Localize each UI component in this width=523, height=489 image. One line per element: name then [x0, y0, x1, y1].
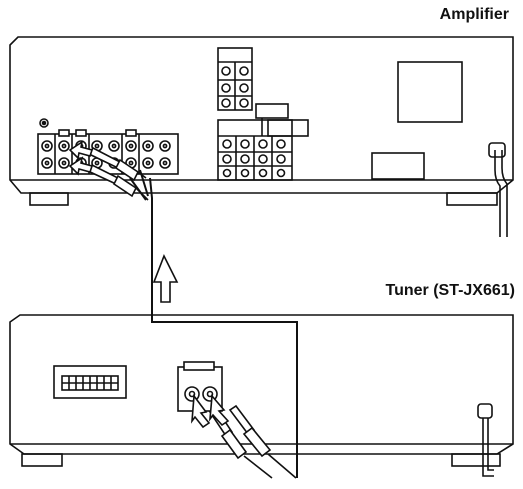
amplifier-power-cord — [488, 142, 508, 237]
amplifier-unit — [9, 36, 514, 237]
tuner-foot-left — [21, 453, 63, 467]
tuner-antenna-terminals — [53, 365, 127, 399]
amplifier-foot-left — [29, 192, 69, 206]
tuner-label: Tuner (ST-JX661) — [385, 282, 515, 299]
tuner-insert-arrow-right — [208, 394, 230, 427]
connection-cable — [129, 169, 298, 478]
amplifier-jack-row-top — [41, 140, 171, 152]
tuner-unit — [9, 314, 514, 479]
speaker-selector-switch — [255, 103, 309, 137]
ground-terminal — [39, 118, 49, 128]
amplifier-label: Amplifier — [439, 6, 509, 23]
amplifier-foot-right — [446, 192, 498, 206]
speaker-terminals-lower — [217, 119, 293, 181]
tuner-foot-right — [451, 453, 501, 467]
amplifier-label-plate — [371, 152, 425, 180]
signal-direction-arrow — [152, 254, 179, 303]
tuner-plug-right — [228, 404, 297, 479]
amp-insert-arrow-lower — [68, 156, 94, 176]
tuner-body — [9, 314, 514, 455]
tuner-power-cord — [477, 403, 494, 477]
amplifier-body — [9, 36, 514, 194]
amplifier-plug-lower — [86, 163, 149, 201]
tuner-insert-arrow-left — [190, 393, 211, 429]
tuner-output-jacks — [177, 361, 223, 412]
amplifier-input-jacks — [37, 129, 179, 175]
amplifier-heatsink-panel — [397, 61, 463, 123]
amp-insert-arrow-upper — [68, 140, 94, 160]
speaker-terminals-upper — [217, 47, 253, 111]
